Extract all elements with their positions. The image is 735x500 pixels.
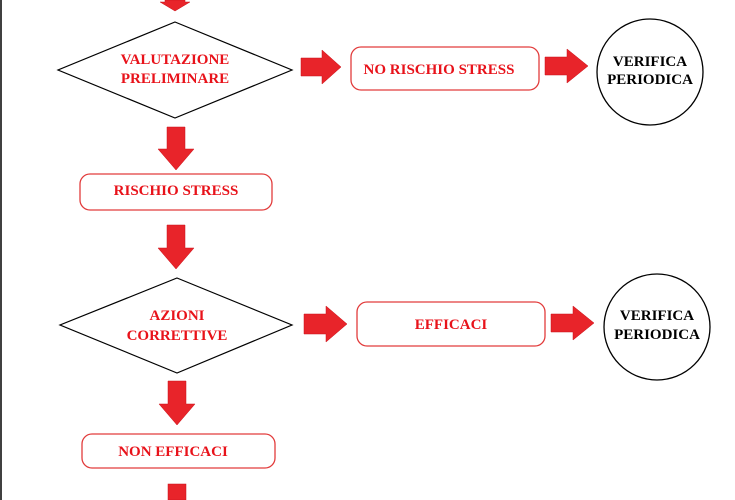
circle-verifica-periodica-1: VERIFICA PERIODICA (596, 18, 704, 126)
circle-verifica-periodica-2: VERIFICA PERIODICA (603, 273, 711, 381)
decision-diamond-2 (58, 277, 294, 374)
box-no-rischio-stress: NO RISCHIO STRESS (350, 46, 540, 91)
decision-diamond-1 (56, 21, 294, 119)
arrow-right-2 (544, 48, 589, 84)
box-efficaci-label: EFFICACI (415, 317, 488, 333)
box-rischio-stress: RISCHIO STRESS (79, 173, 273, 211)
circle-1-line1: VERIFICA (613, 54, 687, 70)
circle-2-line1: VERIFICA (620, 308, 694, 324)
box-efficaci-rect (356, 301, 546, 347)
box-efficaci: EFFICACI (356, 301, 546, 347)
decision-2-line2: CORRETTIVE (127, 328, 228, 344)
box-non-efficaci-label: NON EFFICACI (118, 444, 228, 460)
box-no-rischio-stress-rect (350, 46, 540, 91)
arrow-down-2 (157, 224, 195, 270)
circle-1-shape (596, 18, 704, 126)
arrow-right-3 (303, 305, 348, 343)
arrow-down-1 (157, 126, 195, 171)
decision-1-line1: VALUTAZIONE (121, 52, 230, 68)
decision-1-line2: PRELIMINARE (121, 71, 229, 87)
circle-2-shape (603, 273, 711, 381)
arrow-right-4 (550, 305, 595, 341)
arrow-down-top (159, 0, 191, 12)
decision-2-line1: AZIONI (149, 308, 204, 324)
arrow-right-1 (300, 49, 342, 85)
decision-valutazione-preliminare: VALUTAZIONE PRELIMINARE (56, 21, 294, 119)
arrow-down-bottom (167, 483, 187, 500)
box-non-efficaci-rect (81, 433, 276, 469)
decision-azioni-correttive: AZIONI CORRETTIVE (58, 277, 294, 374)
box-rischio-stress-label: RISCHIO STRESS (114, 183, 239, 199)
box-no-rischio-stress-label: NO RISCHIO STRESS (364, 62, 515, 78)
box-non-efficaci: NON EFFICACI (81, 433, 276, 469)
arrow-down-3 (158, 380, 196, 426)
circle-1-line2: PERIODICA (607, 72, 693, 88)
box-rischio-stress-rect (79, 173, 273, 211)
circle-2-line2: PERIODICA (614, 327, 700, 343)
